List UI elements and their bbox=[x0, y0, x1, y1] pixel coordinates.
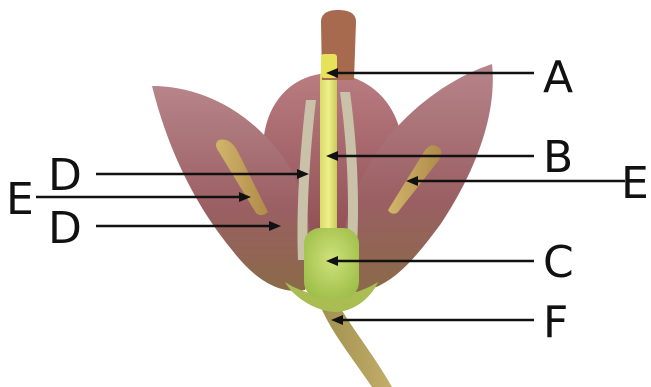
label-d-upper: D bbox=[48, 150, 82, 201]
label-b: B bbox=[543, 132, 573, 183]
label-c: C bbox=[543, 237, 574, 288]
label-e-right: E bbox=[621, 158, 649, 209]
label-d-lower: D bbox=[48, 203, 82, 254]
flower-stem bbox=[320, 300, 392, 387]
label-e-left: E bbox=[6, 174, 34, 225]
label-a: A bbox=[543, 52, 573, 103]
label-f: F bbox=[543, 297, 568, 348]
